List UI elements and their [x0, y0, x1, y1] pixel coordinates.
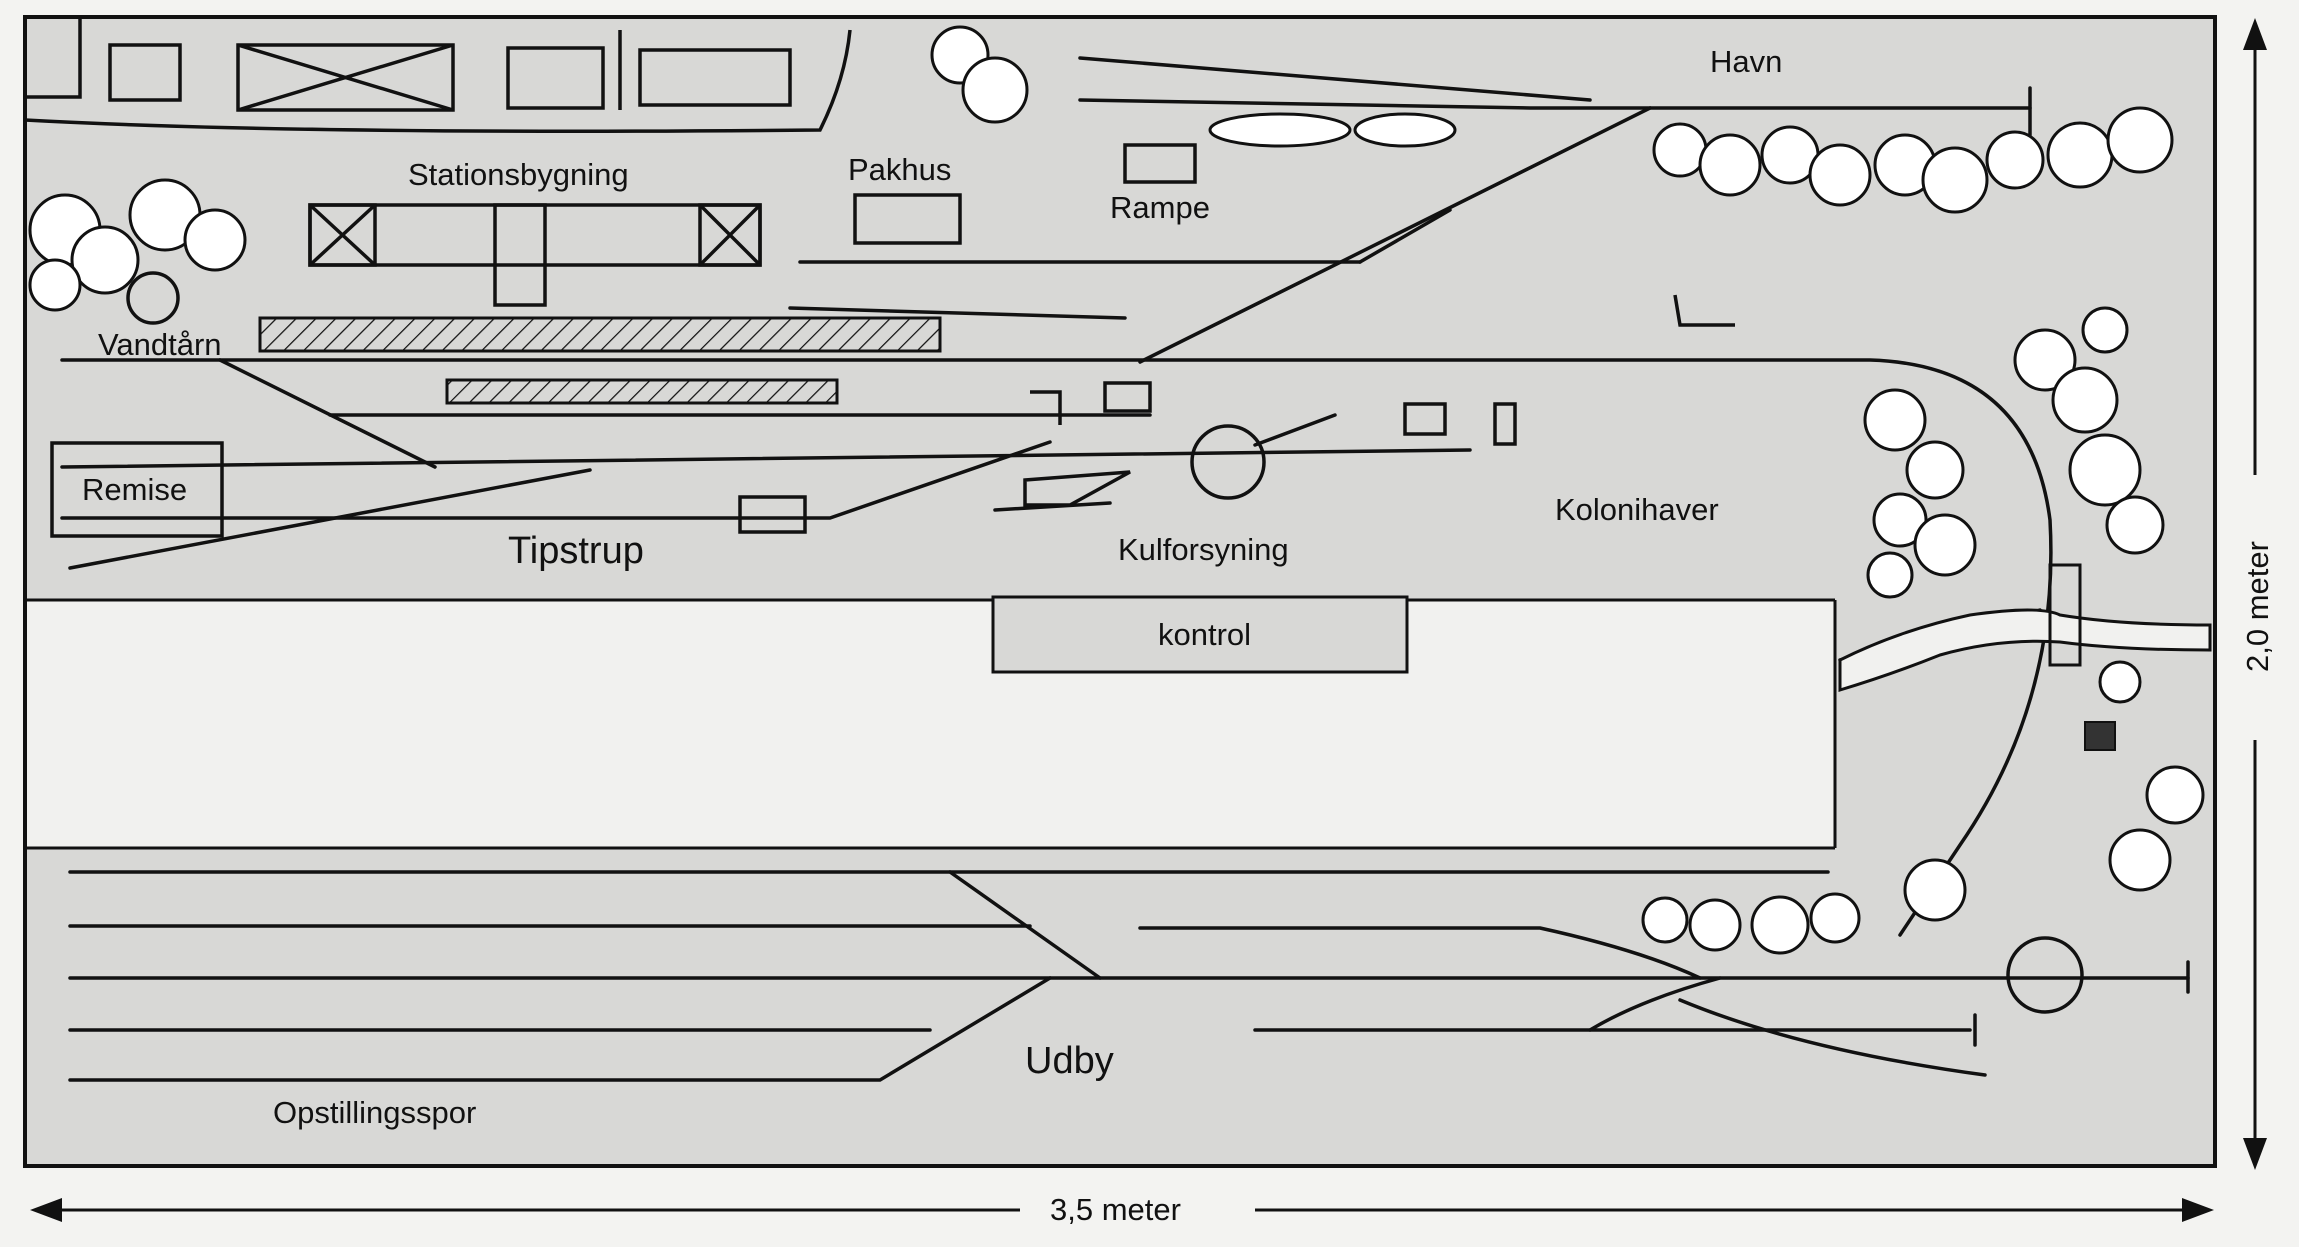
label-havn: Havn	[1710, 44, 1782, 79]
rampe-building	[1123, 143, 1197, 184]
label-kulforsyning: Kulforsyning	[1118, 532, 1289, 567]
label-vandtaarn: Vandtårn	[98, 327, 222, 362]
label-width: 3,5 meter	[1050, 1192, 1181, 1227]
tree-clusters	[28, 25, 2205, 955]
place-labels: Havn Stationsbygning Pakhus Rampe Vandtå…	[82, 44, 1782, 1130]
remise-building	[50, 441, 224, 538]
udby-turntable	[2006, 936, 2084, 1014]
label-kolonihaver: Kolonihaver	[1555, 492, 1719, 527]
vandtaarn-tower	[126, 271, 180, 325]
label-stationsbygning: Stationsbygning	[408, 157, 629, 192]
label-pakhus: Pakhus	[848, 152, 951, 187]
label-tipstrup: Tipstrup	[508, 530, 644, 572]
platform-main	[258, 316, 942, 353]
upper-board	[25, 17, 2215, 602]
label-remise: Remise	[82, 472, 187, 507]
pakhus-building	[853, 193, 962, 245]
platform-island	[445, 378, 839, 405]
operator-aisle	[25, 600, 1835, 848]
dimension-width: 3,5 meter	[30, 1192, 2214, 1227]
label-opstillingsspor: Opstillingsspor	[273, 1095, 476, 1130]
label-udby: Udby	[1025, 1040, 1114, 1082]
label-kontrol: kontrol	[1158, 617, 1251, 652]
town-buildings	[23, 15, 852, 133]
kulforsyning-turntable	[1190, 424, 1266, 500]
udby-tracks	[68, 870, 2190, 1082]
kontrol-box	[991, 595, 1409, 674]
small-house	[2084, 721, 2116, 751]
label-height: 2,0 meter	[2240, 541, 2275, 672]
river	[1838, 608, 2212, 693]
stationsbygning-building	[308, 203, 762, 307]
layout-frame	[23, 15, 2217, 1168]
dimension-height: 2,0 meter	[2240, 18, 2275, 1170]
label-rampe: Rampe	[1110, 190, 1210, 225]
tipstrup-tracks	[60, 56, 2053, 937]
bridge	[2048, 563, 2082, 667]
